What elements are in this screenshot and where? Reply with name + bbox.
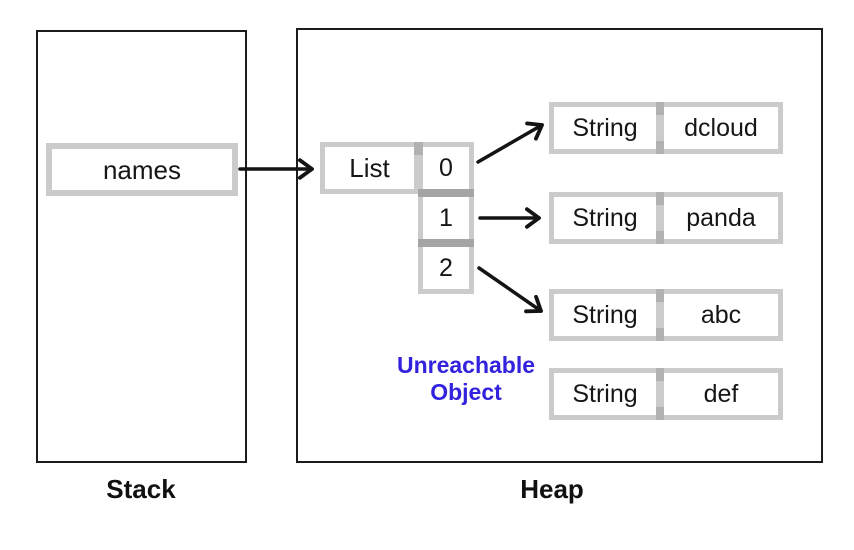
string-type-label: String — [572, 113, 638, 142]
divider-notch — [656, 328, 664, 341]
string-value-label: abc — [700, 300, 742, 329]
stack-region — [36, 30, 247, 463]
string-type-label: String — [572, 203, 638, 232]
list-index-1-label: 1 — [439, 203, 453, 232]
unreachable-object-label: Unreachable Object — [386, 352, 546, 406]
list-cell-divider — [418, 189, 474, 197]
list-index-cell-1: 1 — [418, 192, 474, 244]
string-def-type-cell: String — [549, 368, 661, 420]
string-abc-value-cell: abc — [659, 289, 783, 341]
unreachable-label-line2: Object — [430, 379, 502, 405]
string-dcloud-value-cell: dcloud — [659, 102, 783, 154]
stack-label: Stack — [106, 474, 176, 504]
list-index-2-label: 2 — [439, 253, 453, 282]
string-def-value-cell: def — [659, 368, 783, 420]
variable-names-box: names — [46, 143, 238, 196]
list-index-cell-0: 0 — [418, 142, 474, 194]
divider-notch — [656, 192, 664, 205]
variable-name-label: names — [102, 154, 182, 185]
string-panda-type-cell: String — [549, 192, 661, 244]
divider-notch — [656, 289, 664, 302]
divider-notch — [656, 231, 664, 244]
list-type-cell: List — [320, 142, 419, 194]
string-abc-type-cell: String — [549, 289, 661, 341]
string-panda-value-cell: panda — [659, 192, 783, 244]
divider-notch — [656, 368, 664, 381]
list-index-0-label: 0 — [439, 153, 453, 182]
divider-notch — [656, 407, 664, 420]
divider-notch — [656, 141, 664, 154]
divider-notch — [414, 142, 423, 155]
string-value-label: def — [703, 379, 739, 408]
string-dcloud-type-cell: String — [549, 102, 661, 154]
string-value-label: dcloud — [684, 113, 758, 142]
heap-label: Heap — [520, 474, 584, 504]
divider-notch — [656, 102, 664, 115]
string-type-label: String — [572, 379, 638, 408]
string-type-label: String — [572, 300, 638, 329]
string-value-label: panda — [686, 203, 756, 232]
unreachable-label-line1: Unreachable — [396, 352, 536, 378]
list-type-label: List — [349, 153, 390, 183]
list-index-cell-2: 2 — [418, 242, 474, 294]
list-cell-divider — [418, 239, 474, 247]
